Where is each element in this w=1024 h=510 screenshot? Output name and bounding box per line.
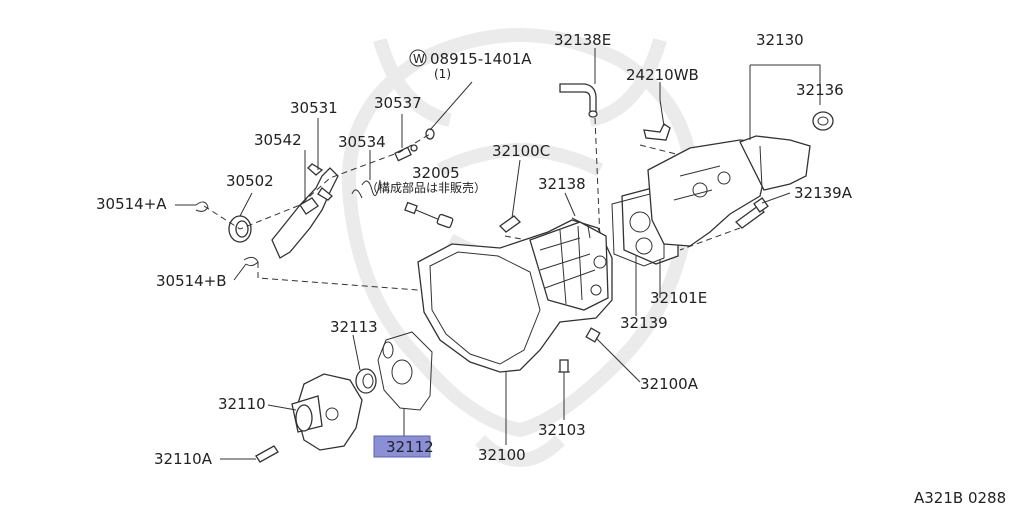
- label-30514A[interactable]: 30514+A: [96, 195, 167, 213]
- bolt-32139A[interactable]: [735, 197, 769, 229]
- label-32110A[interactable]: 32110A: [154, 450, 213, 468]
- switch-32005[interactable]: [404, 201, 454, 229]
- label-32101E[interactable]: 32101E: [650, 289, 707, 307]
- label-32103[interactable]: 32103: [538, 421, 586, 439]
- label-32113[interactable]: 32113: [330, 318, 378, 336]
- label-32136[interactable]: 32136: [796, 81, 844, 99]
- label-30531[interactable]: 30531: [290, 99, 338, 117]
- fork-assembly-30531[interactable]: [271, 163, 339, 259]
- assembly-line-2: [257, 262, 499, 297]
- transmission-case-32100[interactable]: [417, 219, 613, 373]
- washer-08915[interactable]: [425, 128, 435, 140]
- plug-32103[interactable]: [558, 359, 570, 373]
- label-32005[interactable]: 32005: [412, 164, 460, 182]
- footer-code: A321B 0288: [914, 489, 1006, 507]
- part-labels: 32138E 32130 W 08915-1401A (1) 24210WB 3…: [96, 31, 1006, 507]
- spring-30534[interactable]: [351, 179, 381, 199]
- seal-32113[interactable]: [355, 368, 377, 394]
- label-30534[interactable]: 30534: [338, 133, 386, 151]
- label-32138E[interactable]: 32138E: [554, 31, 611, 49]
- pivot-30537[interactable]: [394, 144, 418, 162]
- label-32112[interactable]: 32112: [386, 438, 434, 456]
- bracket-24210WB[interactable]: [643, 99, 671, 141]
- label-30537[interactable]: 30537: [374, 94, 422, 112]
- assembly-line-1: [203, 133, 431, 230]
- seal-32136[interactable]: [812, 111, 834, 131]
- front-cover-32110[interactable]: [291, 373, 363, 451]
- label-32130[interactable]: 32130: [756, 31, 804, 49]
- part-32138[interactable]: [571, 217, 591, 239]
- label-32100C[interactable]: 32100C: [492, 142, 550, 160]
- label-24210WB[interactable]: 24210WB: [626, 66, 699, 84]
- label-30502[interactable]: 30502: [226, 172, 274, 190]
- clip-30514A[interactable]: [195, 201, 209, 212]
- bolt-32110A[interactable]: [255, 445, 279, 463]
- plug-32100C[interactable]: [498, 215, 522, 233]
- label-32005-note: （構成部品は非販売）: [366, 180, 486, 195]
- label-08915-qty: (1): [434, 67, 451, 81]
- washer-symbol: [409, 49, 427, 67]
- label-32100[interactable]: 32100: [478, 446, 526, 464]
- assembly-line-3: [594, 117, 601, 241]
- label-30514B[interactable]: 30514+B: [156, 272, 227, 290]
- label-32138[interactable]: 32138: [538, 175, 586, 193]
- gasket-32112[interactable]: [377, 331, 433, 411]
- label-32139[interactable]: 32139: [620, 314, 668, 332]
- highlight-32112: [373, 435, 431, 458]
- label-32139A[interactable]: 32139A: [794, 184, 853, 202]
- tube-32138E[interactable]: [559, 83, 598, 118]
- washer-symbol-text: W: [413, 52, 425, 66]
- label-32100A[interactable]: 32100A: [640, 375, 699, 393]
- extension-housing-32130[interactable]: [647, 135, 811, 247]
- label-32110[interactable]: 32110: [218, 395, 266, 413]
- leader-lines: [175, 48, 821, 460]
- label-30542[interactable]: 30542: [254, 131, 302, 149]
- label-08915-1401A[interactable]: 08915-1401A: [430, 50, 532, 68]
